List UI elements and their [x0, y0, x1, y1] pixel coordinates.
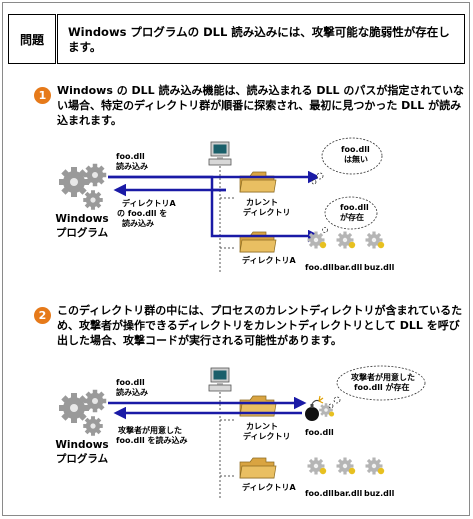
program-gears-icon: [59, 393, 89, 423]
d1-file-buz: buz.dll: [364, 263, 395, 272]
d1-bubble1-line1: foo.dll: [341, 145, 370, 154]
step2-text: このディレクトリ群の中には、プロセスのカレントディレクトリが含まれているため、攻…: [57, 304, 463, 347]
bubble2: [322, 196, 378, 233]
dll-gear-icon: [307, 231, 327, 249]
d1-return-label-1: ディレクトリA: [122, 199, 176, 208]
d2-file-bar: bar.dll: [334, 489, 363, 498]
d1-bubble2-line1: foo.dll: [340, 203, 369, 212]
d2-current-dir-1: カレント: [246, 422, 278, 431]
dll-gear-icon: [365, 231, 385, 249]
d1-program-line2: プログラム: [55, 227, 109, 239]
d2-program-line2: プログラム: [55, 453, 109, 465]
d1-current-dir-2: ディレクトリ: [243, 208, 291, 217]
d1-load-label-2: 読み込み: [116, 162, 148, 171]
d2-current-dir-2: ディレクトリ: [243, 432, 291, 441]
d2-file-buz: buz.dll: [364, 489, 395, 498]
d1-bubble1-line2: は無い: [344, 155, 368, 164]
d2-bubble-line1: 攻撃者が用意した: [351, 373, 415, 382]
d2-attacker-file: foo.dll: [305, 428, 334, 437]
d2-file-foo: foo.dll: [305, 489, 334, 498]
d2-return-label-1: 攻撃者が用意した: [118, 426, 182, 435]
d1-bubble2-line2: が存在: [340, 213, 364, 222]
dll-gear-icon: [336, 231, 356, 249]
diagram2: [59, 365, 426, 498]
computer-icon: [208, 367, 232, 392]
d1-file-foo: foo.dll: [305, 263, 334, 272]
d1-load-label-1: foo.dll: [116, 152, 145, 161]
problem-label: 問題: [8, 14, 56, 64]
d2-program-line1: Windows: [55, 439, 109, 451]
dll-gear-icon: [365, 457, 385, 475]
d1-return-label-3: 読み込み: [122, 219, 154, 228]
d2-dir-a: ディレクトリA: [242, 483, 296, 492]
d1-file-bar: bar.dll: [334, 263, 363, 272]
program-gears-icon: [59, 167, 89, 197]
dll-gear-icon: [336, 457, 356, 475]
bomb-icon: [305, 395, 324, 421]
d1-return-label-2: の foo.dll を: [117, 209, 168, 218]
d2-load-label-2: 読み込み: [116, 388, 148, 397]
d2-load-label-1: foo.dll: [116, 378, 145, 387]
computer-icon: [208, 141, 232, 166]
step1-text: Windows の DLL 読み込み機能は、読み込まれる DLL のパスが指定さ…: [57, 84, 464, 127]
current-dir-folder-icon: [239, 171, 277, 193]
d1-program-line1: Windows: [55, 213, 109, 225]
d2-return-label-2: foo.dll を読み込み: [116, 436, 188, 445]
bubble-attacker: [328, 365, 426, 409]
diagram1: [59, 137, 385, 272]
d1-dir-a: ディレクトリA: [242, 256, 296, 265]
bubble1: [311, 137, 383, 185]
step1-badge: 1: [34, 87, 51, 104]
dir-a-folder-icon: [239, 457, 277, 479]
figure-frame: [2, 2, 470, 516]
d2-bubble-line2: foo.dll が存在: [354, 383, 410, 392]
dll-gear-icon: [307, 457, 327, 475]
step2-badge: 2: [34, 307, 51, 324]
problem-statement: Windows プログラムの DLL 読み込みには、攻撃可能な脆弱性が存在します…: [57, 14, 465, 64]
d1-current-dir-1: カレント: [246, 198, 278, 207]
